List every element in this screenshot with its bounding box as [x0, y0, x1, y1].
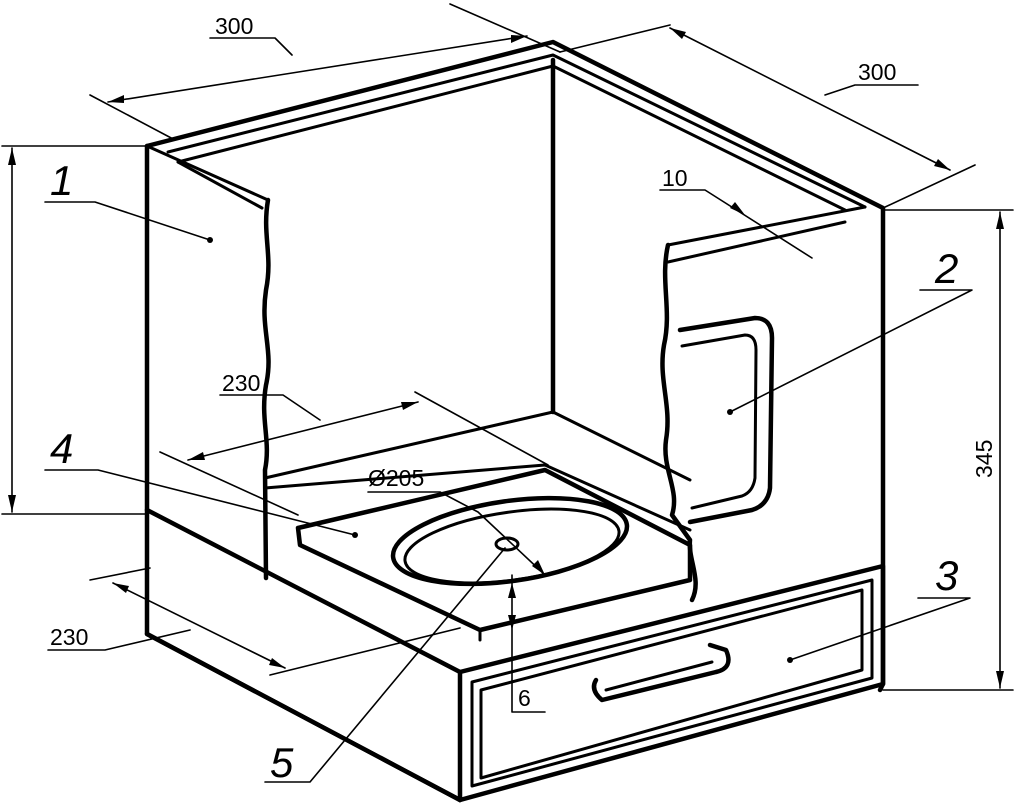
dim-height: 345 [971, 440, 997, 478]
callout-part-1: 1 [50, 157, 73, 204]
callout-part-3: 3 [935, 552, 958, 599]
dim-top-width-right: 300 [858, 59, 896, 85]
dim-inner-width-upper: 230 [222, 370, 260, 396]
dim-plate-diameter: Ø205 [368, 465, 424, 491]
dim-top-width-left: 300 [215, 13, 253, 39]
callout-part-4: 4 [50, 425, 73, 472]
callout-part-5: 5 [270, 739, 294, 786]
dim-gap: 6 [518, 685, 531, 711]
callout-part-2: 2 [934, 245, 958, 292]
center-hole [494, 536, 520, 552]
dimension-lines [1, 3, 1014, 713]
dim-wall-thickness: 10 [662, 165, 688, 191]
dim-inner-width-lower: 230 [50, 624, 88, 650]
callout-leaders [44, 201, 973, 783]
box-outline [144, 39, 886, 803]
side-handle [677, 315, 775, 525]
drawer [457, 563, 886, 803]
plate [295, 467, 693, 642]
